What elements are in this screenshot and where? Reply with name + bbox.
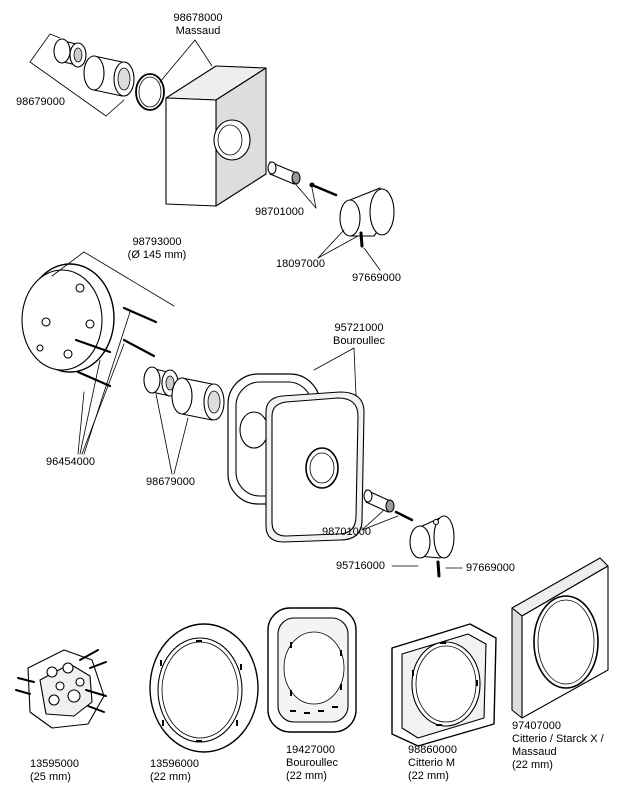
bracket-98679000-top (29, 33, 125, 117)
screw-mid (394, 510, 414, 522)
label-95716000: 95716000 (336, 560, 385, 572)
label-98678000: 98678000 Massaud (173, 12, 223, 37)
round-backplate (21, 263, 115, 373)
label-98860000: 98860000 Citterio M (22 mm) (408, 744, 457, 782)
set-screw-top (359, 231, 364, 248)
label-13596000: 13596000 (22 mm) (150, 758, 199, 783)
o-ring (135, 73, 165, 111)
square-extension-97407000 (511, 557, 609, 719)
adapter-top (53, 38, 87, 68)
adapter-pin-mid (363, 489, 395, 513)
handle-knob-top (339, 187, 395, 237)
label-97669000-top: 97669000 (352, 272, 401, 284)
citterio-m-extension-98860000 (391, 623, 497, 747)
extension-sleeve-mid (171, 377, 225, 421)
label-19427000: 19427000 Bouroullec (22 mm) (286, 744, 338, 782)
leaders-98678000 (159, 39, 213, 83)
massaud-cover-plate (165, 65, 267, 207)
label-95721000: 95721000 Bouroullec (333, 322, 385, 347)
label-97669000-mid: 97669000 (466, 562, 515, 574)
label-96454000: 96454000 (46, 456, 95, 468)
label-98701000-mid: 98701000 (322, 526, 371, 538)
label-98679000-mid: 98679000 (146, 476, 195, 488)
label-98793000: 98793000 (Ø 145 mm) (127, 236, 187, 261)
handle-knob-mid (409, 515, 455, 559)
mounting-screws (74, 306, 158, 388)
leaders-96454000 (77, 311, 131, 455)
screw-top (309, 182, 338, 197)
label-13595000: 13595000 (25 mm) (30, 758, 79, 783)
label-98701000-top: 98701000 (255, 206, 304, 218)
leaders-98679000-mid (155, 393, 189, 475)
label-98679000-top: 98679000 (16, 96, 65, 108)
adapter-pin-top (267, 161, 301, 185)
leaders-95721000 (313, 347, 357, 397)
label-97407000: 97407000 Citterio / Starck X / Massaud (… (512, 720, 604, 771)
leaders-top-right (291, 179, 381, 271)
leaders-mid-right (361, 509, 463, 569)
bouroullec-cover-plate (265, 391, 365, 543)
adapter-mid (143, 366, 179, 397)
installation-kit-13595000 (15, 649, 107, 729)
bouroullec-extension-19427000 (267, 607, 357, 733)
label-18097000: 18097000 (276, 258, 325, 270)
bracket-98793000 (51, 251, 175, 307)
set-screw-mid (436, 560, 441, 578)
extension-sleeve-top (83, 55, 135, 97)
extension-ring-13596000 (149, 623, 259, 753)
